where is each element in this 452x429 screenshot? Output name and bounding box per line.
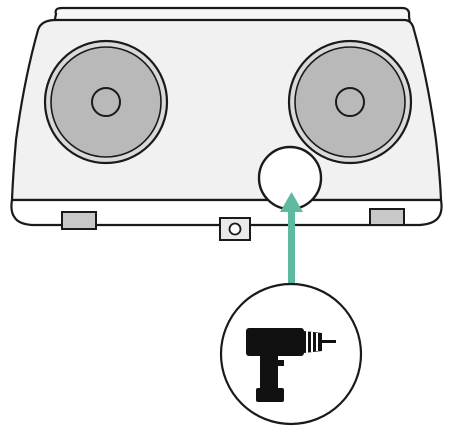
- right-speaker-icon: [287, 39, 413, 165]
- drill-icon: [246, 328, 336, 402]
- center-tab-hole-icon: [228, 222, 242, 236]
- housing-bottom-lip: [10, 198, 443, 227]
- arrow-up-icon: [280, 192, 303, 292]
- right-tab: [369, 208, 405, 226]
- left-tab: [61, 211, 97, 230]
- left-speaker-icon: [43, 39, 169, 165]
